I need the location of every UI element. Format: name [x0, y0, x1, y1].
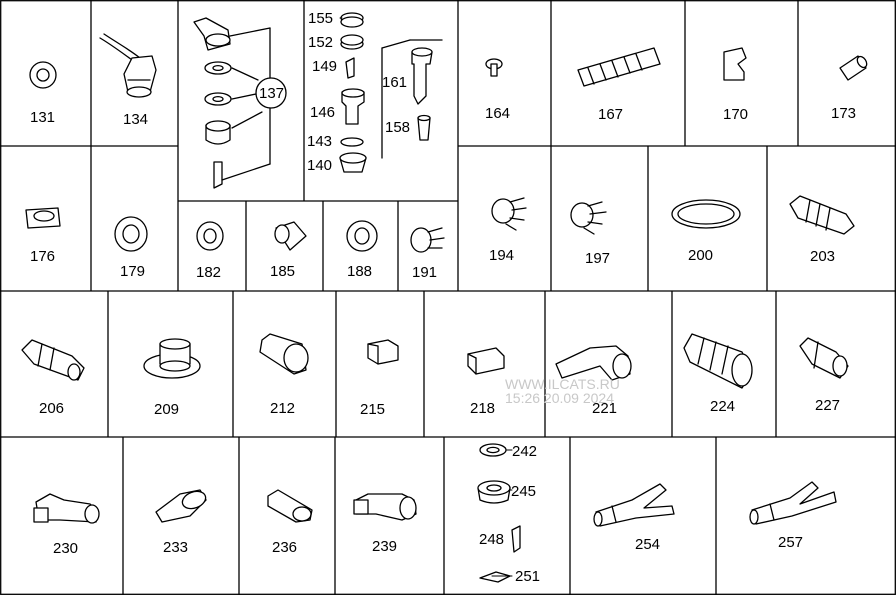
- part-245-drawing: [477, 480, 511, 504]
- part-label-209[interactable]: 209: [154, 401, 180, 418]
- part-209-drawing: [143, 338, 201, 379]
- part-194-drawing: [491, 197, 527, 231]
- part-242-drawing: [479, 443, 507, 457]
- part-label-251[interactable]: 251: [515, 568, 541, 585]
- part-label-155[interactable]: 155: [308, 10, 334, 27]
- part-label-194[interactable]: 194: [489, 247, 515, 264]
- part-179-drawing: [114, 216, 148, 252]
- part-label-185[interactable]: 185: [270, 263, 296, 280]
- part-203-drawing: [789, 195, 855, 235]
- part-label-218[interactable]: 218: [470, 400, 496, 417]
- part-label-239[interactable]: 239: [372, 538, 398, 555]
- part-167-drawing: [577, 47, 661, 87]
- part-191-drawing: [410, 227, 445, 253]
- part-label-245[interactable]: 245: [511, 483, 537, 500]
- stack-parts-drawing: [339, 12, 443, 173]
- part-215-drawing: [367, 339, 399, 365]
- part-label-176[interactable]: 176: [30, 248, 56, 265]
- part-label-149[interactable]: 149: [312, 58, 338, 75]
- part-label-179[interactable]: 179: [120, 263, 146, 280]
- part-236-drawing: [267, 489, 313, 523]
- part-227-drawing: [799, 337, 849, 379]
- part-label-191[interactable]: 191: [412, 264, 438, 281]
- part-label-164[interactable]: 164: [485, 105, 511, 122]
- part-182-drawing: [196, 221, 224, 251]
- part-label-182[interactable]: 182: [196, 264, 222, 281]
- part-label-173[interactable]: 173: [831, 105, 857, 122]
- part-label-188[interactable]: 188: [347, 263, 373, 280]
- watermark-site: WWW.ILCATS.RU: [505, 376, 620, 392]
- part-label-242[interactable]: 242: [512, 443, 538, 460]
- part-254-drawing: [593, 483, 675, 527]
- part-label-167[interactable]: 167: [598, 106, 624, 123]
- part-label-131[interactable]: 131: [30, 109, 56, 126]
- part-173-drawing: [839, 55, 868, 81]
- part-label-143[interactable]: 143: [307, 133, 333, 150]
- part-233-drawing: [155, 489, 207, 523]
- part-188-drawing: [346, 220, 378, 252]
- part-label-206[interactable]: 206: [39, 400, 65, 417]
- part-label-161[interactable]: 161: [382, 74, 408, 91]
- part-257-drawing: [749, 481, 837, 525]
- part-221-drawing: [555, 345, 632, 381]
- part-239-drawing: [353, 493, 417, 521]
- part-label-254[interactable]: 254: [635, 536, 661, 553]
- part-label-236[interactable]: 236: [272, 539, 298, 556]
- part-176-drawing: [25, 207, 61, 229]
- part-label-158[interactable]: 158: [385, 119, 411, 136]
- part-label-257[interactable]: 257: [778, 534, 804, 551]
- part-170-drawing: [723, 47, 747, 81]
- part-label-170[interactable]: 170: [723, 106, 749, 123]
- part-label-230[interactable]: 230: [53, 540, 79, 557]
- part-label-197[interactable]: 197: [585, 250, 611, 267]
- part-label-200[interactable]: 200: [688, 247, 714, 264]
- part-label-146[interactable]: 146: [310, 104, 336, 121]
- part-137-assembly-drawing: [193, 17, 287, 189]
- part-label-152[interactable]: 152: [308, 34, 334, 51]
- part-185-drawing: [274, 221, 307, 251]
- part-206-drawing: [21, 339, 85, 381]
- part-224-drawing: [683, 333, 753, 389]
- part-134-connector-drawing: [99, 33, 157, 98]
- part-218-drawing: [467, 347, 505, 375]
- part-label-224[interactable]: 224: [710, 398, 736, 415]
- part-251-drawing: [479, 571, 511, 583]
- part-label-212[interactable]: 212: [270, 400, 296, 417]
- part-131-grommet-drawing: [29, 61, 57, 89]
- part-label-227[interactable]: 227: [815, 397, 841, 414]
- part-label-134[interactable]: 134: [123, 111, 149, 128]
- watermark-timestamp: 15:26 20.09 2024: [505, 390, 614, 406]
- part-212-drawing: [259, 333, 309, 375]
- part-label-137[interactable]: 137: [259, 85, 285, 102]
- part-label-248[interactable]: 248: [479, 531, 505, 548]
- part-248-drawing: [511, 525, 521, 553]
- part-164-drawing: [485, 58, 503, 77]
- part-label-215[interactable]: 215: [360, 401, 386, 418]
- part-230-drawing: [33, 493, 100, 524]
- part-200-drawing: [671, 199, 741, 229]
- part-label-140[interactable]: 140: [307, 157, 333, 174]
- part-label-233[interactable]: 233: [163, 539, 189, 556]
- part-label-221[interactable]: 221: [592, 400, 618, 417]
- part-197-drawing: [570, 201, 607, 235]
- part-label-203[interactable]: 203: [810, 248, 836, 265]
